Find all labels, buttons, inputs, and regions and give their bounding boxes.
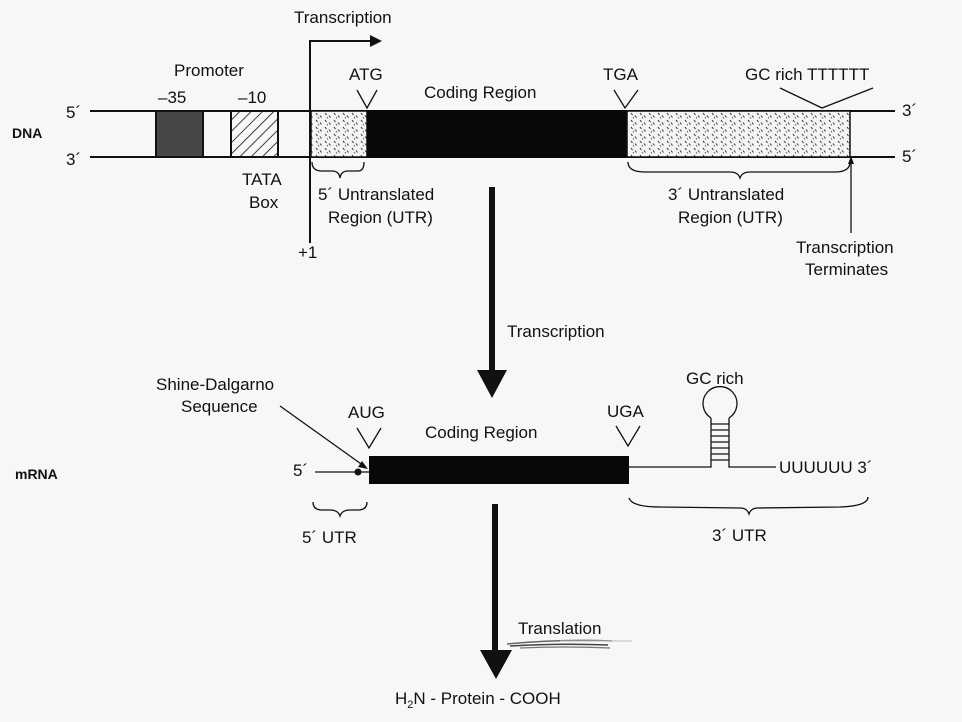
- terminator-label: GC rich TTTTTT: [745, 65, 869, 84]
- dna-coding-region-label: Coding Region: [424, 83, 536, 102]
- termination-arrowhead-icon: [848, 156, 854, 164]
- shine-dalgarno-label-line2: Sequence: [181, 397, 258, 416]
- shine-dalgarno-arrowhead-icon: [358, 461, 368, 469]
- transcription-arrowhead-icon: [370, 35, 382, 47]
- mrna-5utr-label: 5´ UTR: [302, 528, 357, 547]
- hairpin-label: GC rich: [686, 369, 744, 388]
- mrna-3utr-line-right: [728, 445, 776, 468]
- uga-marker-icon: [615, 425, 641, 448]
- tata-label-line1: TATA: [242, 170, 282, 189]
- transcription-start-arrow: [309, 40, 370, 243]
- mrna-coding-region: [369, 456, 629, 484]
- plus1-label: +1: [298, 243, 317, 262]
- atg-codon-label: ATG: [349, 65, 383, 84]
- dna-top-5prime-label: 5´: [66, 103, 81, 122]
- aug-marker-icon: [356, 427, 382, 450]
- terminator-marker-icon: [779, 87, 874, 109]
- promoter-label: Promoter: [174, 61, 244, 80]
- translation-underline-scribble: [506, 639, 632, 649]
- mrna-3utr-label: 3´ UTR: [712, 526, 767, 545]
- dna-section: DNA 5´ 3´ 3´ 5´ Promoter –35 –10 TATA Bo…: [12, 8, 917, 279]
- transcription-arrow-shaft: [489, 187, 495, 375]
- dna-row-label: DNA: [12, 125, 42, 141]
- translation-arrow-head-icon: [480, 650, 512, 679]
- dna-top-3prime-label: 3´: [902, 101, 917, 120]
- dna-5utr-label-line2: Region (UTR): [328, 208, 433, 227]
- dna-5utr-box: [310, 110, 368, 158]
- dna-3utr-label-line2: Region (UTR): [678, 208, 783, 227]
- shine-dalgarno-label-line1: Shine-Dalgarno: [156, 375, 274, 394]
- mrna-coding-region-label: Coding Region: [425, 423, 537, 442]
- transcription-process: Transcription: [477, 187, 605, 398]
- transcription-process-label: Transcription: [507, 322, 605, 341]
- mrna-row-label: mRNA: [15, 466, 58, 482]
- mrna-3utr-brace: [628, 496, 869, 517]
- dna-5utr-brace: [311, 161, 365, 179]
- poly-u-tail-label: UUUUUU 3´: [779, 458, 873, 477]
- dna-5utr-label-line1: 5´ Untranslated: [318, 185, 434, 204]
- translation-process-label: Translation: [518, 619, 601, 638]
- transcription-start-label: Transcription: [294, 8, 392, 27]
- dna-3utr-box: [626, 110, 851, 158]
- dna-bottom-3prime-label: 3´: [66, 150, 81, 169]
- dna-coding-region: [367, 110, 627, 158]
- mrna-5prime-label: 5´: [293, 461, 308, 480]
- tga-codon-label: TGA: [603, 65, 639, 84]
- tata-box: [230, 110, 279, 158]
- translation-process: Translation: [480, 504, 632, 679]
- mrna-section: mRNA 5´ Shine-Dalgarno Sequence AUG Codi…: [15, 369, 873, 547]
- minus35-label: –35: [158, 88, 186, 107]
- uga-codon-label: UGA: [607, 402, 645, 421]
- protein-label: H2N - Protein - COOH: [395, 689, 561, 711]
- dna-3utr-brace: [627, 161, 851, 181]
- shine-dalgarno-dot: [354, 468, 362, 476]
- mrna-5utr-brace: [312, 501, 368, 519]
- shine-dalgarno-pointer: [279, 405, 365, 467]
- aug-codon-label: AUG: [348, 403, 385, 422]
- tga-marker-icon: [613, 89, 639, 110]
- minus35-box: [155, 110, 204, 158]
- translation-arrow-shaft: [492, 504, 498, 654]
- gc-rich-hairpin-icon: [702, 385, 738, 461]
- tata-label-line2: Box: [249, 193, 279, 212]
- atg-marker-icon: [356, 89, 378, 110]
- termination-label-line2: Terminates: [805, 260, 888, 279]
- dna-bottom-5prime-label: 5´: [902, 147, 917, 166]
- minus10-label: –10: [238, 88, 266, 107]
- mrna-3utr-line-left: [629, 445, 712, 468]
- transcription-arrow-head-icon: [477, 370, 507, 398]
- termination-label-line1: Transcription: [796, 238, 894, 257]
- dna-3utr-label-line1: 3´ Untranslated: [668, 185, 784, 204]
